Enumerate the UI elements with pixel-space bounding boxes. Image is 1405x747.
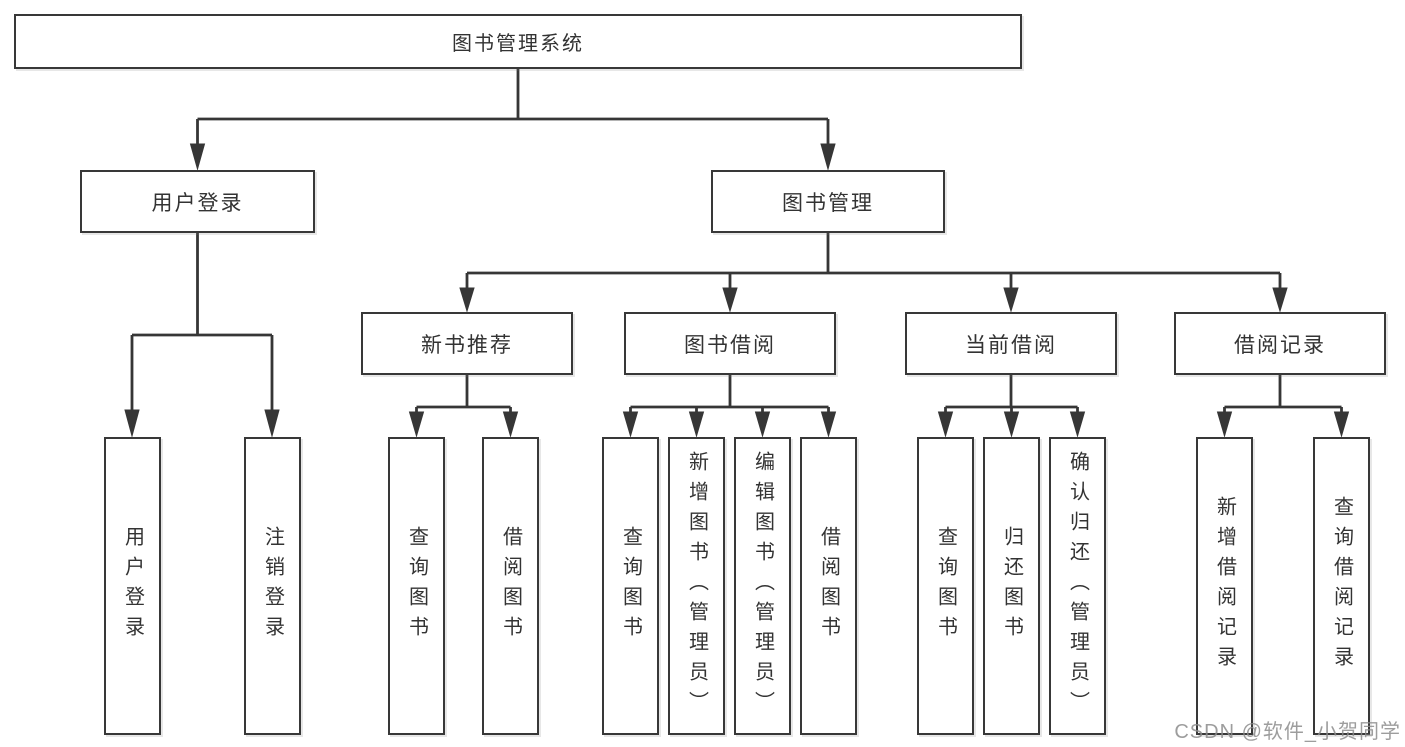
- leaf-user-login: 用户登录: [104, 437, 161, 735]
- node-label: 确认归还（管理员）: [1066, 451, 1089, 721]
- leaf-query-books-borrowing: 查询图书: [602, 437, 659, 735]
- node-label: 查询图书: [619, 526, 642, 646]
- node-label: 新增借阅记录: [1213, 496, 1236, 676]
- node-label: 注销登录: [261, 526, 284, 646]
- leaf-return-books: 归还图书: [983, 437, 1040, 735]
- node-label: 图书管理系统: [452, 33, 584, 55]
- node-label: 查询借阅记录: [1330, 496, 1353, 676]
- node-label: 图书借阅: [684, 333, 776, 357]
- node-borrowing-records: 借阅记录: [1174, 312, 1386, 375]
- leaf-borrow-books-borrowing: 借阅图书: [800, 437, 857, 735]
- connector-new-book-recommendation-to-leaves: [408, 375, 519, 438]
- connector-root-to-level2: [189, 68, 836, 171]
- node-book-borrowing: 图书借阅: [624, 312, 836, 375]
- leaf-confirm-return-admin: 确认归还（管理员）: [1049, 437, 1106, 735]
- leaf-borrow-books-recommend: 借阅图书: [482, 437, 539, 735]
- node-label: 归还图书: [1000, 526, 1023, 646]
- node-label: 借阅记录: [1234, 333, 1326, 357]
- node-current-borrowing: 当前借阅: [905, 312, 1117, 375]
- connector-user-login-to-leaves: [124, 233, 280, 438]
- node-label: 用户登录: [151, 191, 244, 215]
- leaf-query-borrow-record: 查询借阅记录: [1313, 437, 1370, 735]
- node-library-management-system: 图书管理系统: [14, 14, 1022, 69]
- node-label: 图书管理: [782, 191, 874, 215]
- node-book-management-branch: 图书管理: [711, 170, 945, 233]
- connector-book-borrowing-to-leaves: [622, 375, 837, 438]
- node-label: 当前借阅: [965, 333, 1057, 357]
- leaf-add-books-admin: 新增图书（管理员）: [668, 437, 725, 735]
- node-label: 查询图书: [934, 526, 957, 646]
- node-label: 借阅图书: [499, 526, 522, 646]
- leaf-query-books-recommend: 查询图书: [388, 437, 445, 735]
- connector-borrowing-records-to-leaves: [1216, 375, 1350, 438]
- leaf-query-books-current: 查询图书: [917, 437, 974, 735]
- node-label: 查询图书: [405, 526, 428, 646]
- node-label: 编辑图书（管理员）: [751, 451, 774, 721]
- node-label: 借阅图书: [817, 526, 840, 646]
- leaf-logout: 注销登录: [244, 437, 301, 735]
- node-label: 用户登录: [121, 526, 144, 646]
- node-user-login-branch: 用户登录: [80, 170, 315, 233]
- node-label: 新增图书（管理员）: [685, 451, 708, 721]
- connector-current-borrowing-to-leaves: [937, 375, 1086, 438]
- leaf-add-borrow-record: 新增借阅记录: [1196, 437, 1253, 735]
- node-label: 新书推荐: [421, 333, 513, 357]
- leaf-edit-books-admin: 编辑图书（管理员）: [734, 437, 791, 735]
- node-new-book-recommendation: 新书推荐: [361, 312, 573, 375]
- connector-book-management-to-level3: [459, 233, 1288, 313]
- watermark-text: CSDN @软件_小贺同学: [1174, 721, 1401, 743]
